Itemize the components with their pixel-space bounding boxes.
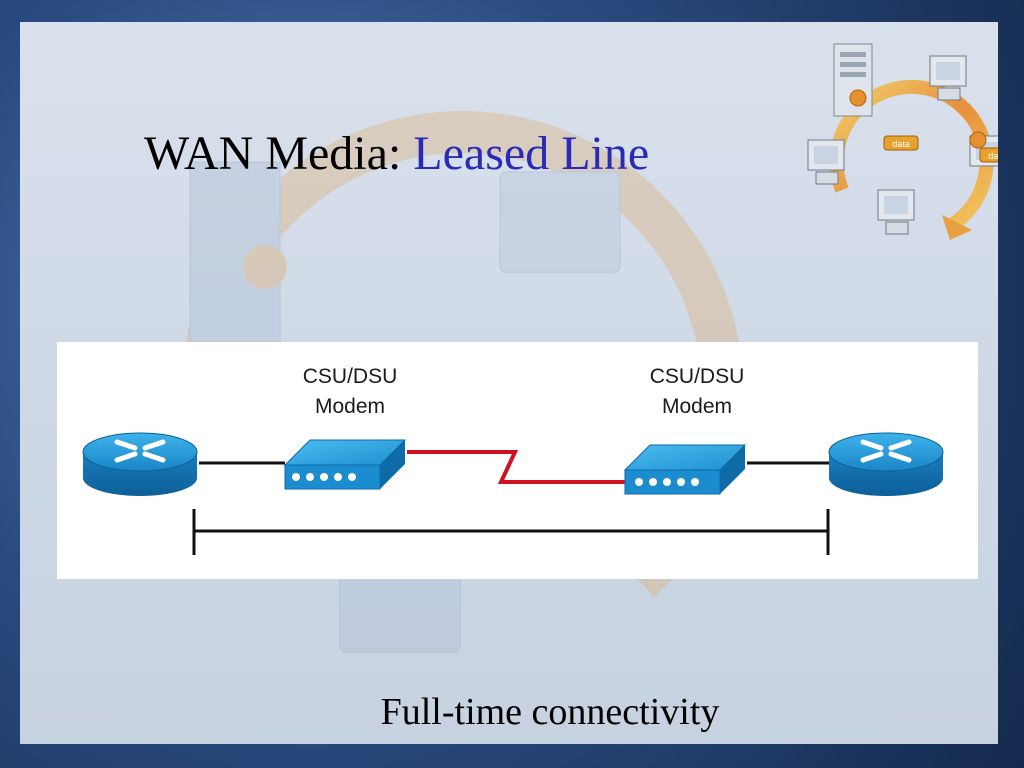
- network-ring-logo: data data: [807, 43, 998, 240]
- slide-panel: WAN Media: Leased Line: [20, 22, 998, 744]
- page-title: WAN Media: Leased Line: [144, 126, 649, 181]
- title-text: WAN Media:: [144, 127, 414, 180]
- logo-data-badge-2: data: [988, 151, 998, 161]
- computer-icon-left: [807, 139, 845, 185]
- computer-icon-top-right: [929, 55, 967, 101]
- slide-caption: Full-time connectivity: [380, 691, 720, 733]
- modem-icon-left: [283, 439, 407, 490]
- leased-line: [407, 450, 625, 484]
- connectivity-span-bracket: [192, 509, 830, 555]
- watermark-computer-icon: [499, 171, 621, 273]
- diagram-canvas: [82, 432, 944, 555]
- router-icon-right: [828, 432, 944, 496]
- logo-data-badge-1: data: [892, 139, 910, 149]
- server-icon: [833, 43, 873, 117]
- computer-icon-bottom: [877, 189, 915, 235]
- watermark-server-icon: [189, 161, 281, 343]
- title-accent: Leased Line: [413, 127, 650, 180]
- router-icon-left: [82, 432, 198, 496]
- modem-icon-right: [623, 444, 747, 495]
